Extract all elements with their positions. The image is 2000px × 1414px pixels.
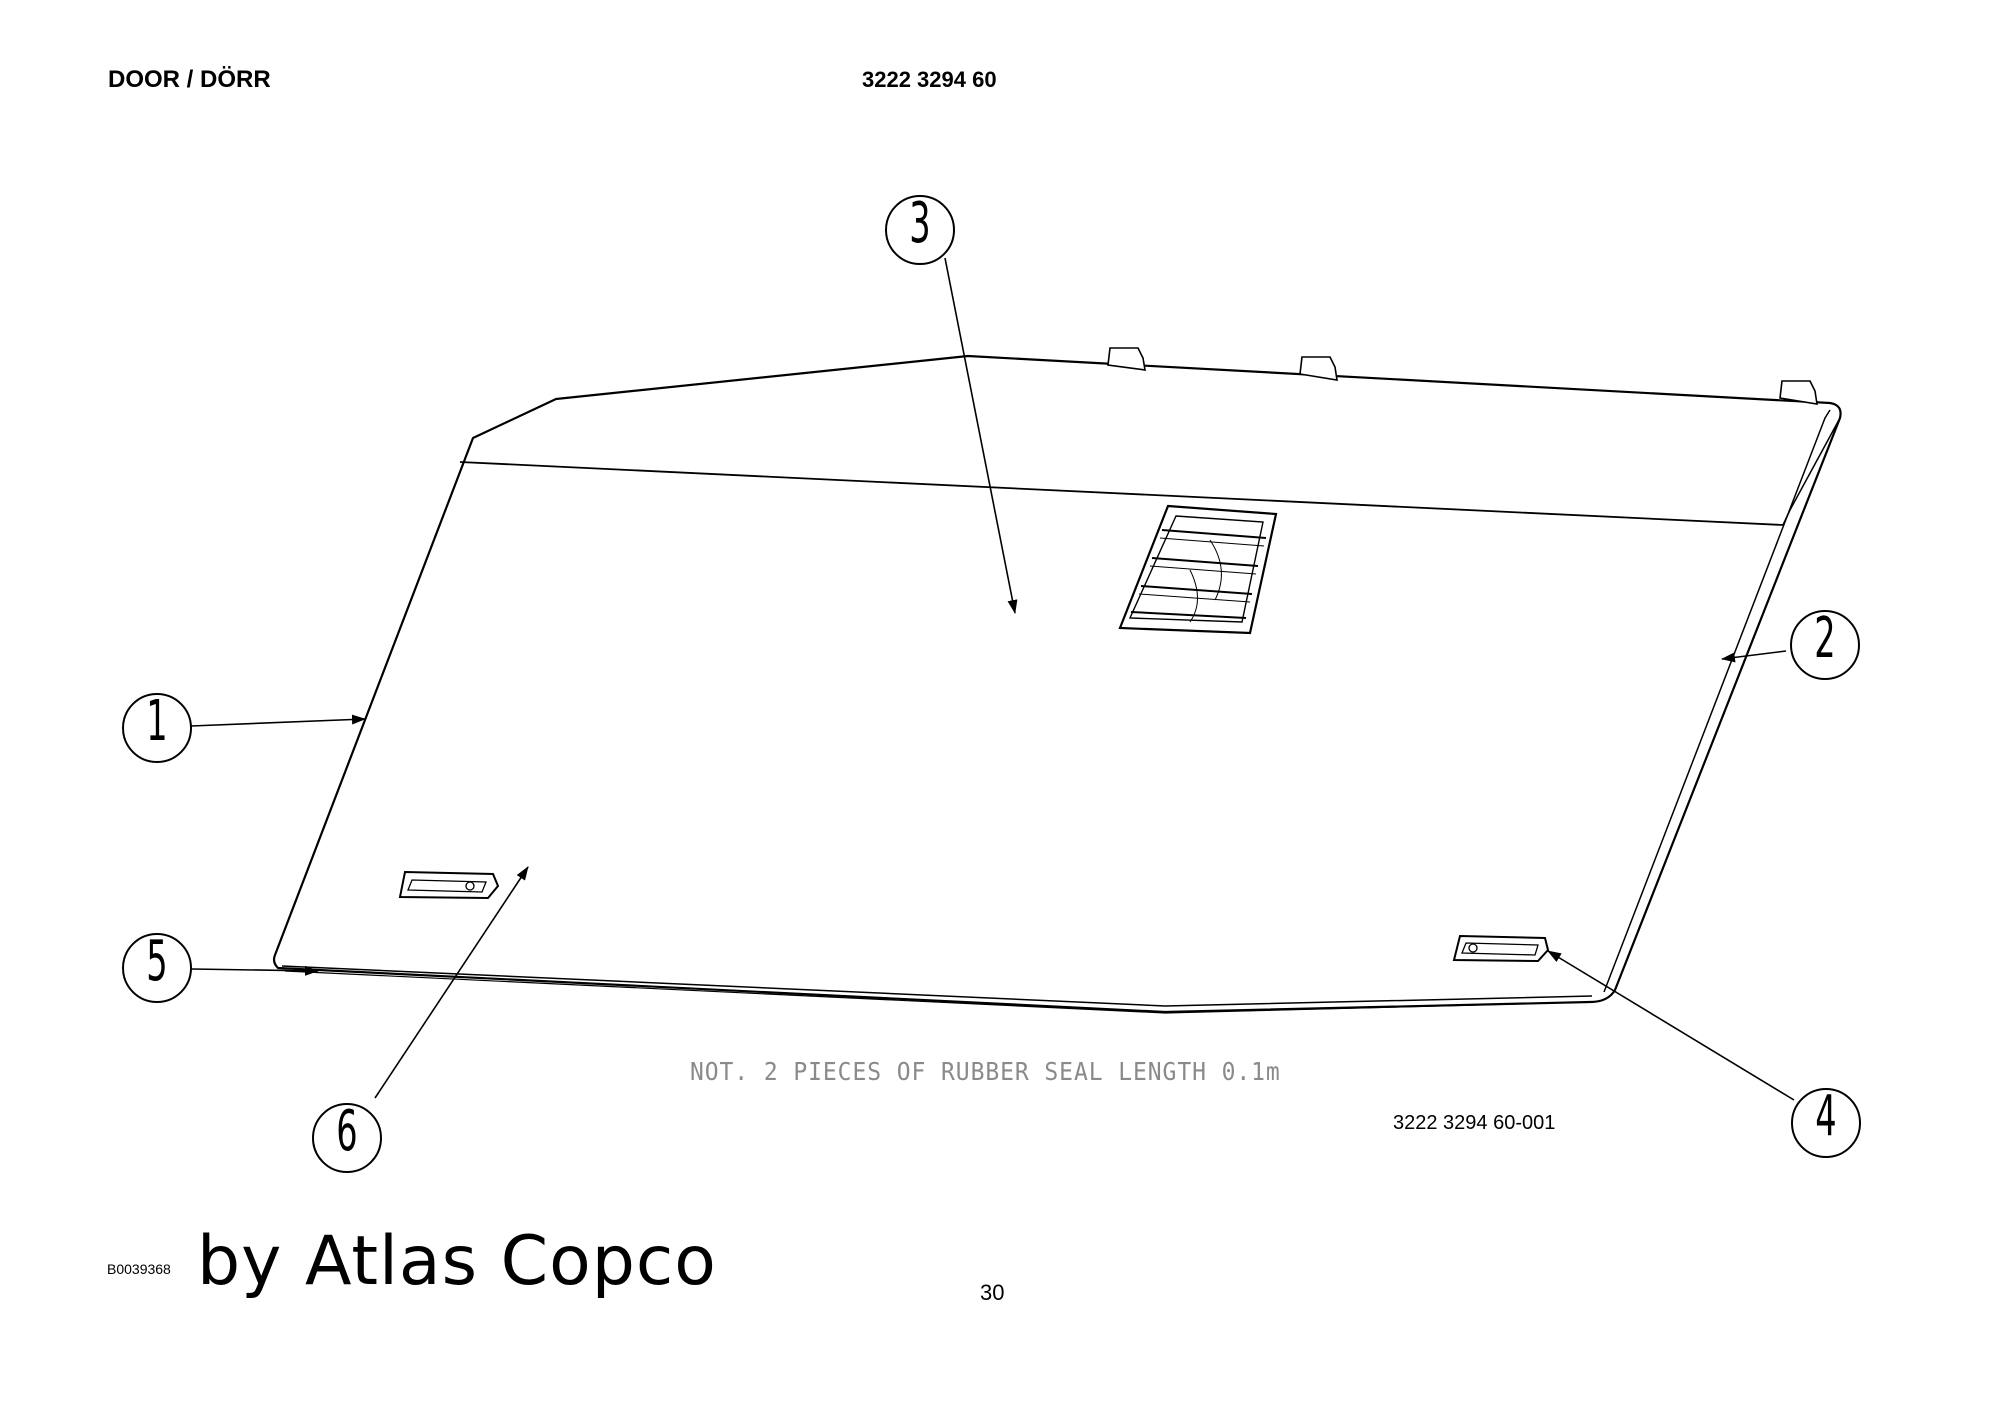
page-number: 30 bbox=[980, 1280, 1005, 1305]
callout-circle-2 bbox=[1790, 610, 1860, 680]
callout-circle-6 bbox=[312, 1103, 382, 1173]
leader-4 bbox=[1547, 950, 1795, 1101]
callout-number-3: 3 bbox=[909, 191, 931, 256]
callout-number-1: 1 bbox=[146, 689, 168, 754]
callouts bbox=[122, 195, 1861, 1173]
vent-slat-3b bbox=[1138, 593, 1251, 603]
part-number: 3222 3294 60 bbox=[862, 67, 997, 92]
vent-slat-1 bbox=[1161, 529, 1267, 539]
leader-2 bbox=[1721, 650, 1787, 663]
door-fold-line bbox=[459, 461, 1784, 526]
document-code: B0039368 bbox=[107, 1261, 171, 1277]
door-side-edge bbox=[1603, 409, 1831, 993]
clip-2 bbox=[1299, 356, 1338, 381]
door-panel bbox=[272, 354, 1842, 1014]
clip-3 bbox=[1779, 380, 1818, 405]
handle-left bbox=[398, 870, 500, 900]
drawing-note: NOT. 2 PIECES OF RUBBER SEAL LENGTH 0.1m bbox=[690, 1057, 1281, 1086]
callout-number-5: 5 bbox=[146, 929, 168, 994]
callout-number-2: 2 bbox=[1814, 606, 1836, 671]
vent-slat-2 bbox=[1151, 557, 1259, 567]
page-title: DOOR / DÖRR bbox=[108, 66, 271, 93]
vent-slat-1b bbox=[1159, 537, 1265, 547]
handle-right bbox=[1452, 934, 1550, 963]
callout-circle-4 bbox=[1791, 1088, 1861, 1158]
callout-circle-5 bbox=[122, 933, 192, 1003]
door-outline bbox=[272, 354, 1842, 1014]
vent-curve bbox=[1189, 539, 1222, 623]
vent-grille bbox=[1118, 504, 1278, 635]
drawing-number: 3222 3294 60-001 bbox=[1393, 1112, 1556, 1134]
top-clips bbox=[1107, 347, 1818, 405]
leader-5 bbox=[191, 965, 319, 976]
vent-inner bbox=[1128, 515, 1264, 623]
callout-number-6: 6 bbox=[336, 1099, 358, 1164]
door-bottom-flange bbox=[281, 965, 1593, 1007]
handle-right-screw bbox=[1468, 943, 1478, 953]
callout-number-4: 4 bbox=[1815, 1084, 1837, 1149]
callout-circle-3 bbox=[885, 195, 955, 265]
callout-circle-1 bbox=[122, 693, 192, 763]
door-right-corner bbox=[1782, 417, 1841, 526]
leader-1 bbox=[190, 714, 366, 727]
vent-slat-4 bbox=[1130, 611, 1247, 619]
door-bottom-seal bbox=[284, 970, 1595, 1014]
clip-1 bbox=[1107, 347, 1146, 371]
handle-right-inner bbox=[1461, 942, 1539, 956]
brand-text: by Atlas Copco bbox=[197, 1222, 717, 1301]
leader-3 bbox=[944, 257, 1018, 614]
vent-slat-2b bbox=[1149, 565, 1257, 575]
vent-frame bbox=[1118, 504, 1278, 635]
leader-6 bbox=[374, 866, 529, 1099]
leader-lines bbox=[190, 257, 1795, 1101]
handle-left-screw bbox=[465, 881, 475, 891]
